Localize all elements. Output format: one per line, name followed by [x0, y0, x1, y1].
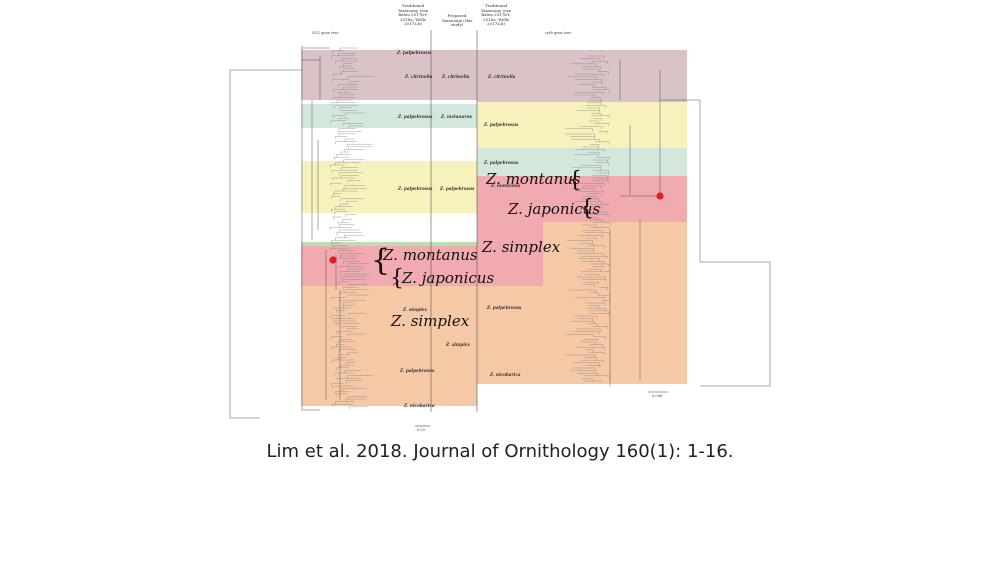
right-label-nicobarica: Z. nicobarica — [490, 372, 521, 377]
right-label-palpebrosus-orange: Z. palpebrosus — [487, 305, 522, 310]
band-green-left — [301, 104, 477, 128]
scale-bar-right-label: 0.006 — [652, 394, 663, 398]
japonicus-right-annotation: Z. japonicus — [508, 200, 601, 218]
left-label-palpebrosus-green: Z. palpebrosus — [398, 114, 433, 119]
montanus-right-annotation: Z. montanus — [486, 170, 581, 188]
proposed-label-palpebrosus: Z. palpebrosus — [440, 186, 475, 191]
right-label-palpebrosus-yellow: Z. palpebrosus — [484, 122, 519, 127]
proposed-label-melanurus: Z. melanurus — [441, 114, 472, 119]
band-yellow-right — [477, 102, 687, 148]
right-label-citrinella: Z. citrinella — [488, 74, 516, 79]
traditional-taxonomy-right-header: Traditional Taxonomy (van Balen 2017b-f,… — [480, 3, 512, 27]
proposed-taxonomy-header: Proposed Taxonomy (this study) — [441, 13, 473, 28]
left-label-palpebrosus-top: Z. palpebrosus — [397, 50, 432, 55]
nuclear-tree-header: N2Z gene tree — [312, 31, 339, 35]
proposed-label-citrinella: Z. citrinella — [442, 74, 470, 79]
right-label-montanus-small: Z. montanus — [491, 183, 521, 188]
montanus-left-annotation: Z. montanus — [383, 246, 478, 264]
left-label-palpebrosus-yellow: Z. palpebrosus — [398, 186, 433, 191]
left-label-nicobarica: Z. nicobarica — [404, 403, 435, 408]
node-marker-left — [329, 256, 337, 264]
mito-tree-header: cytb gene tree — [545, 31, 572, 35]
scale-bar-left-label: 0.02 — [417, 428, 426, 432]
proposed-label-simplex: Z. simplex — [446, 342, 470, 347]
right-label-palpebrosus-green: Z. palpebrosus — [484, 160, 519, 165]
band-lightgreen-left — [301, 242, 477, 246]
left-label-simplex: Z. simplex — [403, 307, 427, 312]
band-yellow-left — [301, 161, 477, 213]
japonicus-left-annotation: Z. japonicus — [402, 269, 495, 287]
band-citrinella-left — [301, 50, 477, 100]
band-green-right — [477, 148, 687, 176]
montanus-right-brace: { — [568, 168, 582, 193]
simplex-right-annotation: Z. simplex — [482, 238, 561, 256]
left-label-palpebrosus-orange: Z. palpebrosus — [400, 368, 435, 373]
band-orange-left — [301, 286, 477, 406]
citation-text: Lim et al. 2018. Journal of Ornithology … — [266, 441, 734, 462]
node-marker-right — [656, 192, 664, 200]
simplex-left-annotation: Z. simplex — [391, 312, 470, 330]
band-red-left — [301, 246, 477, 286]
left-label-citrinella: Z. citrinella — [405, 74, 433, 79]
japonicus-right-brace: { — [580, 196, 594, 221]
band-red-simplex-right — [477, 222, 543, 286]
traditional-taxonomy-left-header: Traditional Taxonomy (van Balen 2017b-f,… — [397, 3, 429, 27]
montanus-left-brace: { — [371, 243, 391, 278]
japonicus-left-brace: { — [390, 266, 404, 291]
